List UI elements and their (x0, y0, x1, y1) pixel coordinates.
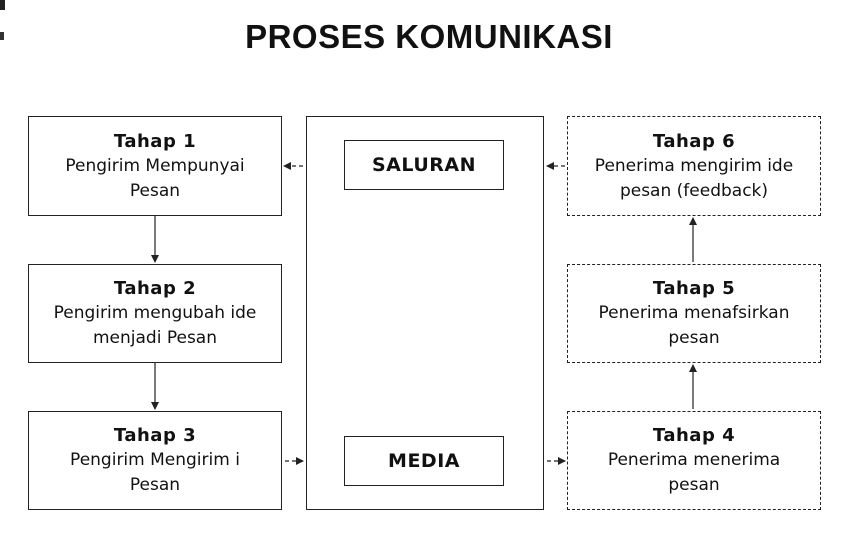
stage-2-title: Tahap 2 (113, 278, 197, 299)
stage-6-title: Tahap 6 (652, 130, 736, 152)
stage-1-title: Tahap 1 (113, 130, 197, 152)
diagram-title: PROSES KOMUNIKASI (245, 18, 613, 55)
scan-artifact (0, 0, 5, 10)
stage-1-box: Tahap 1 Pengirim Mempunyai Pesan (28, 116, 282, 216)
stage-6-text: Penerima mengirim ide pesan (feedback) (594, 155, 794, 201)
stage-4-title: Tahap 4 (652, 425, 736, 446)
stage-1-text: Pengirim Mempunyai Pesan (65, 155, 245, 201)
media-box: MEDIA (344, 436, 504, 486)
stage-2-box: Tahap 2 Pengirim mengubah ide menjadi Pe… (28, 264, 282, 363)
channel-frame (306, 116, 544, 510)
stage-3-text: Pengirim Mengirim i Pesan (70, 450, 240, 495)
stage-3-title: Tahap 3 (113, 425, 197, 446)
stage-4-box: Tahap 4 Penerima menerima pesan (567, 411, 821, 510)
scan-artifact (0, 32, 4, 40)
stage-2-text: Pengirim mengubah ide menjadi Pesan (53, 303, 257, 348)
stage-6-box: Tahap 6 Penerima mengirim ide pesan (fee… (567, 116, 821, 216)
stage-5-box: Tahap 5 Penerima menafsirkan pesan (567, 264, 821, 363)
stage-3-box: Tahap 3 Pengirim Mengirim i Pesan (28, 411, 282, 510)
stage-4-text: Penerima menerima pesan (607, 450, 781, 495)
stage-5-text: Penerima menafsirkan pesan (598, 303, 790, 348)
saluran-box: SALURAN (344, 140, 504, 190)
stage-5-title: Tahap 5 (652, 278, 736, 299)
